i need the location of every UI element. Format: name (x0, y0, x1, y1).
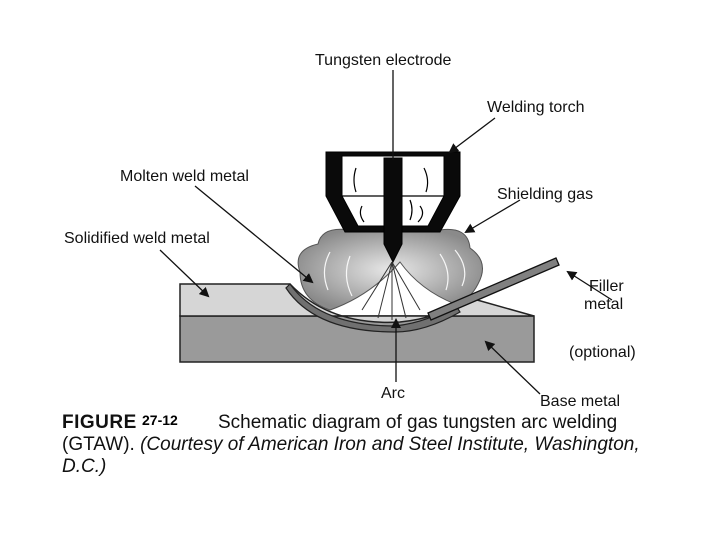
leader-shielding-gas (464, 199, 521, 234)
figure-title: Schematic diagram of gas tungsten arc we… (218, 412, 618, 433)
nozzle-gas-lines (353, 167, 429, 223)
label-filler-metal-line3: (optional) (569, 344, 636, 361)
leader-welding-torch (448, 117, 496, 154)
filler-rod (427, 257, 560, 321)
gas-flow-streaks (323, 249, 466, 297)
figure-caption: FIGURE 27-12 Schematic diagram of gas tu… (62, 412, 662, 477)
weld-bead (285, 283, 461, 333)
leader-solidified-weld-metal (159, 249, 210, 298)
arc-rays (361, 261, 421, 320)
label-molten-weld-metal: Molten weld metal (120, 168, 249, 185)
label-welding-torch: Welding torch (487, 99, 585, 116)
figure-number: 27-12 (142, 412, 178, 428)
caption-credit-end: D.C.) (62, 456, 107, 477)
leader-molten-weld-metal (194, 185, 314, 284)
tungsten-electrode (383, 157, 403, 264)
leader-base-metal (484, 340, 541, 395)
figure-word: FIGURE (62, 412, 137, 433)
leader-filler-metal (566, 270, 613, 301)
label-filler-metal-line1: Filler (589, 278, 624, 295)
label-shielding-gas: Shielding gas (497, 186, 593, 203)
label-filler-metal-line2: metal (584, 296, 623, 313)
label-tungsten-electrode: Tungsten electrode (315, 52, 451, 69)
label-base-metal: Base metal (540, 393, 620, 410)
caption-line-3: D.C.) (62, 456, 106, 478)
caption-abbrev: (GTAW). (62, 434, 141, 455)
caption-line-2: (GTAW). (Courtesy of American Iron and S… (62, 434, 640, 456)
label-arc: Arc (381, 385, 405, 402)
label-solidified-weld-metal: Solidified weld metal (64, 230, 210, 247)
caption-credit: (Courtesy of American Iron and Steel Ins… (140, 434, 640, 455)
leader-lines (159, 70, 613, 395)
